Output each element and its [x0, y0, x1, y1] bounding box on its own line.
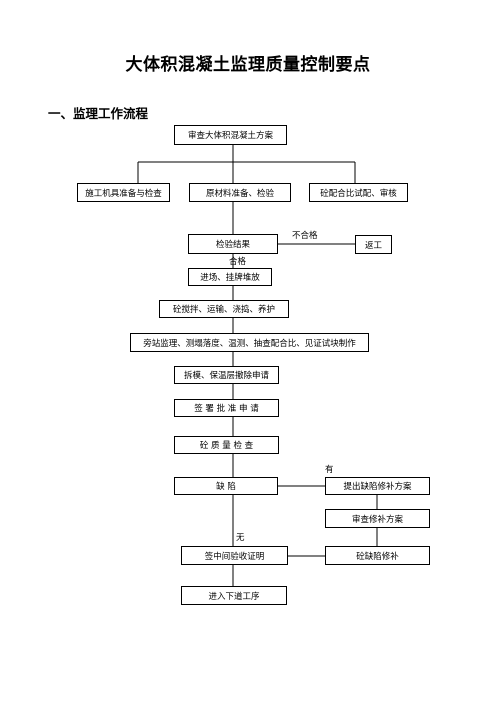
sign-approval-box: 签 署 批 准 申 请	[174, 399, 279, 417]
material-check-box: 原材料准备、检验	[189, 183, 291, 202]
quality-check-box: 砼 质 量 检 查	[174, 436, 279, 454]
no-label: 无	[236, 533, 245, 543]
equipment-check-box: 施工机具准备与检查	[77, 183, 170, 202]
mix-trial-box: 砼配合比试配、审核	[309, 183, 408, 202]
test-result-box: 检验结果	[188, 234, 278, 254]
formwork-removal-box: 拆模、保温层撤除申请	[174, 366, 279, 384]
yes-label: 有	[325, 465, 334, 475]
next-step-box: 进入下道工序	[181, 586, 287, 605]
repair-plan-box: 提出缺陷修补方案	[325, 477, 430, 495]
concrete-process-box: 砼搅拌、运输、浇捣、养护	[159, 300, 289, 318]
review-repair-box: 审查修补方案	[325, 509, 430, 528]
fail-label: 不合格	[292, 231, 318, 241]
defect-box: 缺 陷	[174, 477, 278, 495]
pass-label: 合格	[229, 257, 247, 267]
section-heading: 一、监理工作流程	[48, 106, 149, 121]
review-plan-box: 审查大体积混凝土方案	[174, 125, 287, 145]
site-entry-box: 进场、挂牌堆放	[188, 268, 272, 286]
document-title: 大体积混凝土监理质量控制要点	[125, 55, 371, 75]
rework-box: 返工	[355, 235, 392, 254]
supervision-box: 旁站监理、测塌落度、温测、抽查配合比、见证试块制作	[130, 333, 369, 352]
repair-box: 砼缺陷修补	[325, 546, 430, 565]
sign-acceptance-box: 签中间验收证明	[181, 546, 288, 565]
